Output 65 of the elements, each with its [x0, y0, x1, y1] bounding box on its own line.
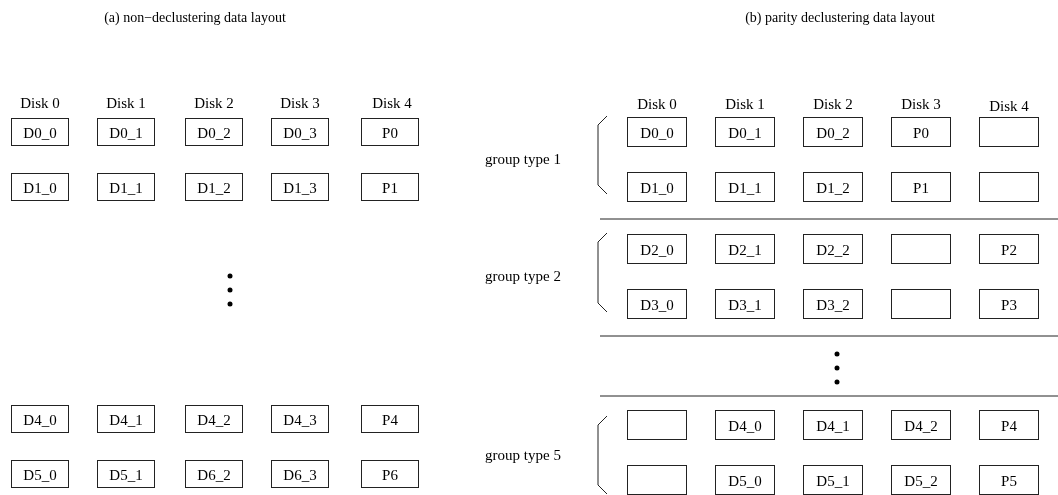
empty-block-box — [627, 410, 687, 440]
data-block-box: D5_0 — [715, 465, 775, 495]
disk-header: Disk 0 — [20, 95, 60, 112]
data-block-box: P0 — [891, 117, 951, 147]
disk-header: Disk 4 — [372, 95, 412, 112]
data-block-box: P3 — [979, 289, 1039, 319]
empty-block-box — [979, 172, 1039, 202]
disk-header: Disk 3 — [901, 96, 941, 113]
data-block-box: D0_1 — [715, 117, 775, 147]
data-block-box: D5_1 — [97, 460, 155, 488]
data-block-box: D0_0 — [11, 118, 69, 146]
data-block-box: D4_1 — [97, 405, 155, 433]
data-block-box: D4_0 — [11, 405, 69, 433]
data-block-box: D1_0 — [627, 172, 687, 202]
data-block-box: P4 — [979, 410, 1039, 440]
data-block-box: D1_1 — [97, 173, 155, 201]
data-block-box: D6_2 — [185, 460, 243, 488]
data-block-box: D0_3 — [271, 118, 329, 146]
data-block-box: P1 — [891, 172, 951, 202]
data-block-box: D1_3 — [271, 173, 329, 201]
data-block-box: D4_2 — [185, 405, 243, 433]
data-block-box: D1_2 — [803, 172, 863, 202]
data-block-box: D3_1 — [715, 289, 775, 319]
data-block-box: D5_2 — [891, 465, 951, 495]
disk-header: Disk 2 — [813, 96, 853, 113]
data-block-box: P5 — [979, 465, 1039, 495]
data-block-box: D0_2 — [803, 117, 863, 147]
data-block-box: D5_1 — [803, 465, 863, 495]
disk-header: Disk 1 — [106, 95, 146, 112]
empty-block-box — [891, 289, 951, 319]
group-label: group type 1 — [485, 151, 561, 168]
disk-header: Disk 3 — [280, 95, 320, 112]
panel-title: (a) non−declustering data layout — [104, 10, 286, 26]
group-label: group type 2 — [485, 268, 561, 285]
disk-header: Disk 4 — [989, 98, 1029, 115]
data-block-box: D0_2 — [185, 118, 243, 146]
data-block-box: D1_2 — [185, 173, 243, 201]
disk-header: Disk 2 — [194, 95, 234, 112]
data-block-box: P6 — [361, 460, 419, 488]
data-block-box: P2 — [979, 234, 1039, 264]
data-block-box: D4_3 — [271, 405, 329, 433]
disk-header: Disk 1 — [725, 96, 765, 113]
empty-block-box — [979, 117, 1039, 147]
data-block-box: D4_0 — [715, 410, 775, 440]
data-block-box: D3_0 — [627, 289, 687, 319]
data-block-box: D0_1 — [97, 118, 155, 146]
empty-block-box — [627, 465, 687, 495]
data-block-box: D2_1 — [715, 234, 775, 264]
data-block-box: P4 — [361, 405, 419, 433]
data-block-box: D2_0 — [627, 234, 687, 264]
empty-block-box — [891, 234, 951, 264]
data-block-box: D3_2 — [803, 289, 863, 319]
data-block-box: P1 — [361, 173, 419, 201]
data-block-box: P0 — [361, 118, 419, 146]
data-block-box: D1_0 — [11, 173, 69, 201]
data-block-box: D5_0 — [11, 460, 69, 488]
panel-title: (b) parity declustering data layout — [745, 10, 935, 26]
data-block-box: D4_2 — [891, 410, 951, 440]
data-block-box: D4_1 — [803, 410, 863, 440]
disk-header: Disk 0 — [637, 96, 677, 113]
data-block-box: D0_0 — [627, 117, 687, 147]
group-label: group type 5 — [485, 447, 561, 464]
data-block-box: D1_1 — [715, 172, 775, 202]
data-block-box: D6_3 — [271, 460, 329, 488]
data-block-box: D2_2 — [803, 234, 863, 264]
